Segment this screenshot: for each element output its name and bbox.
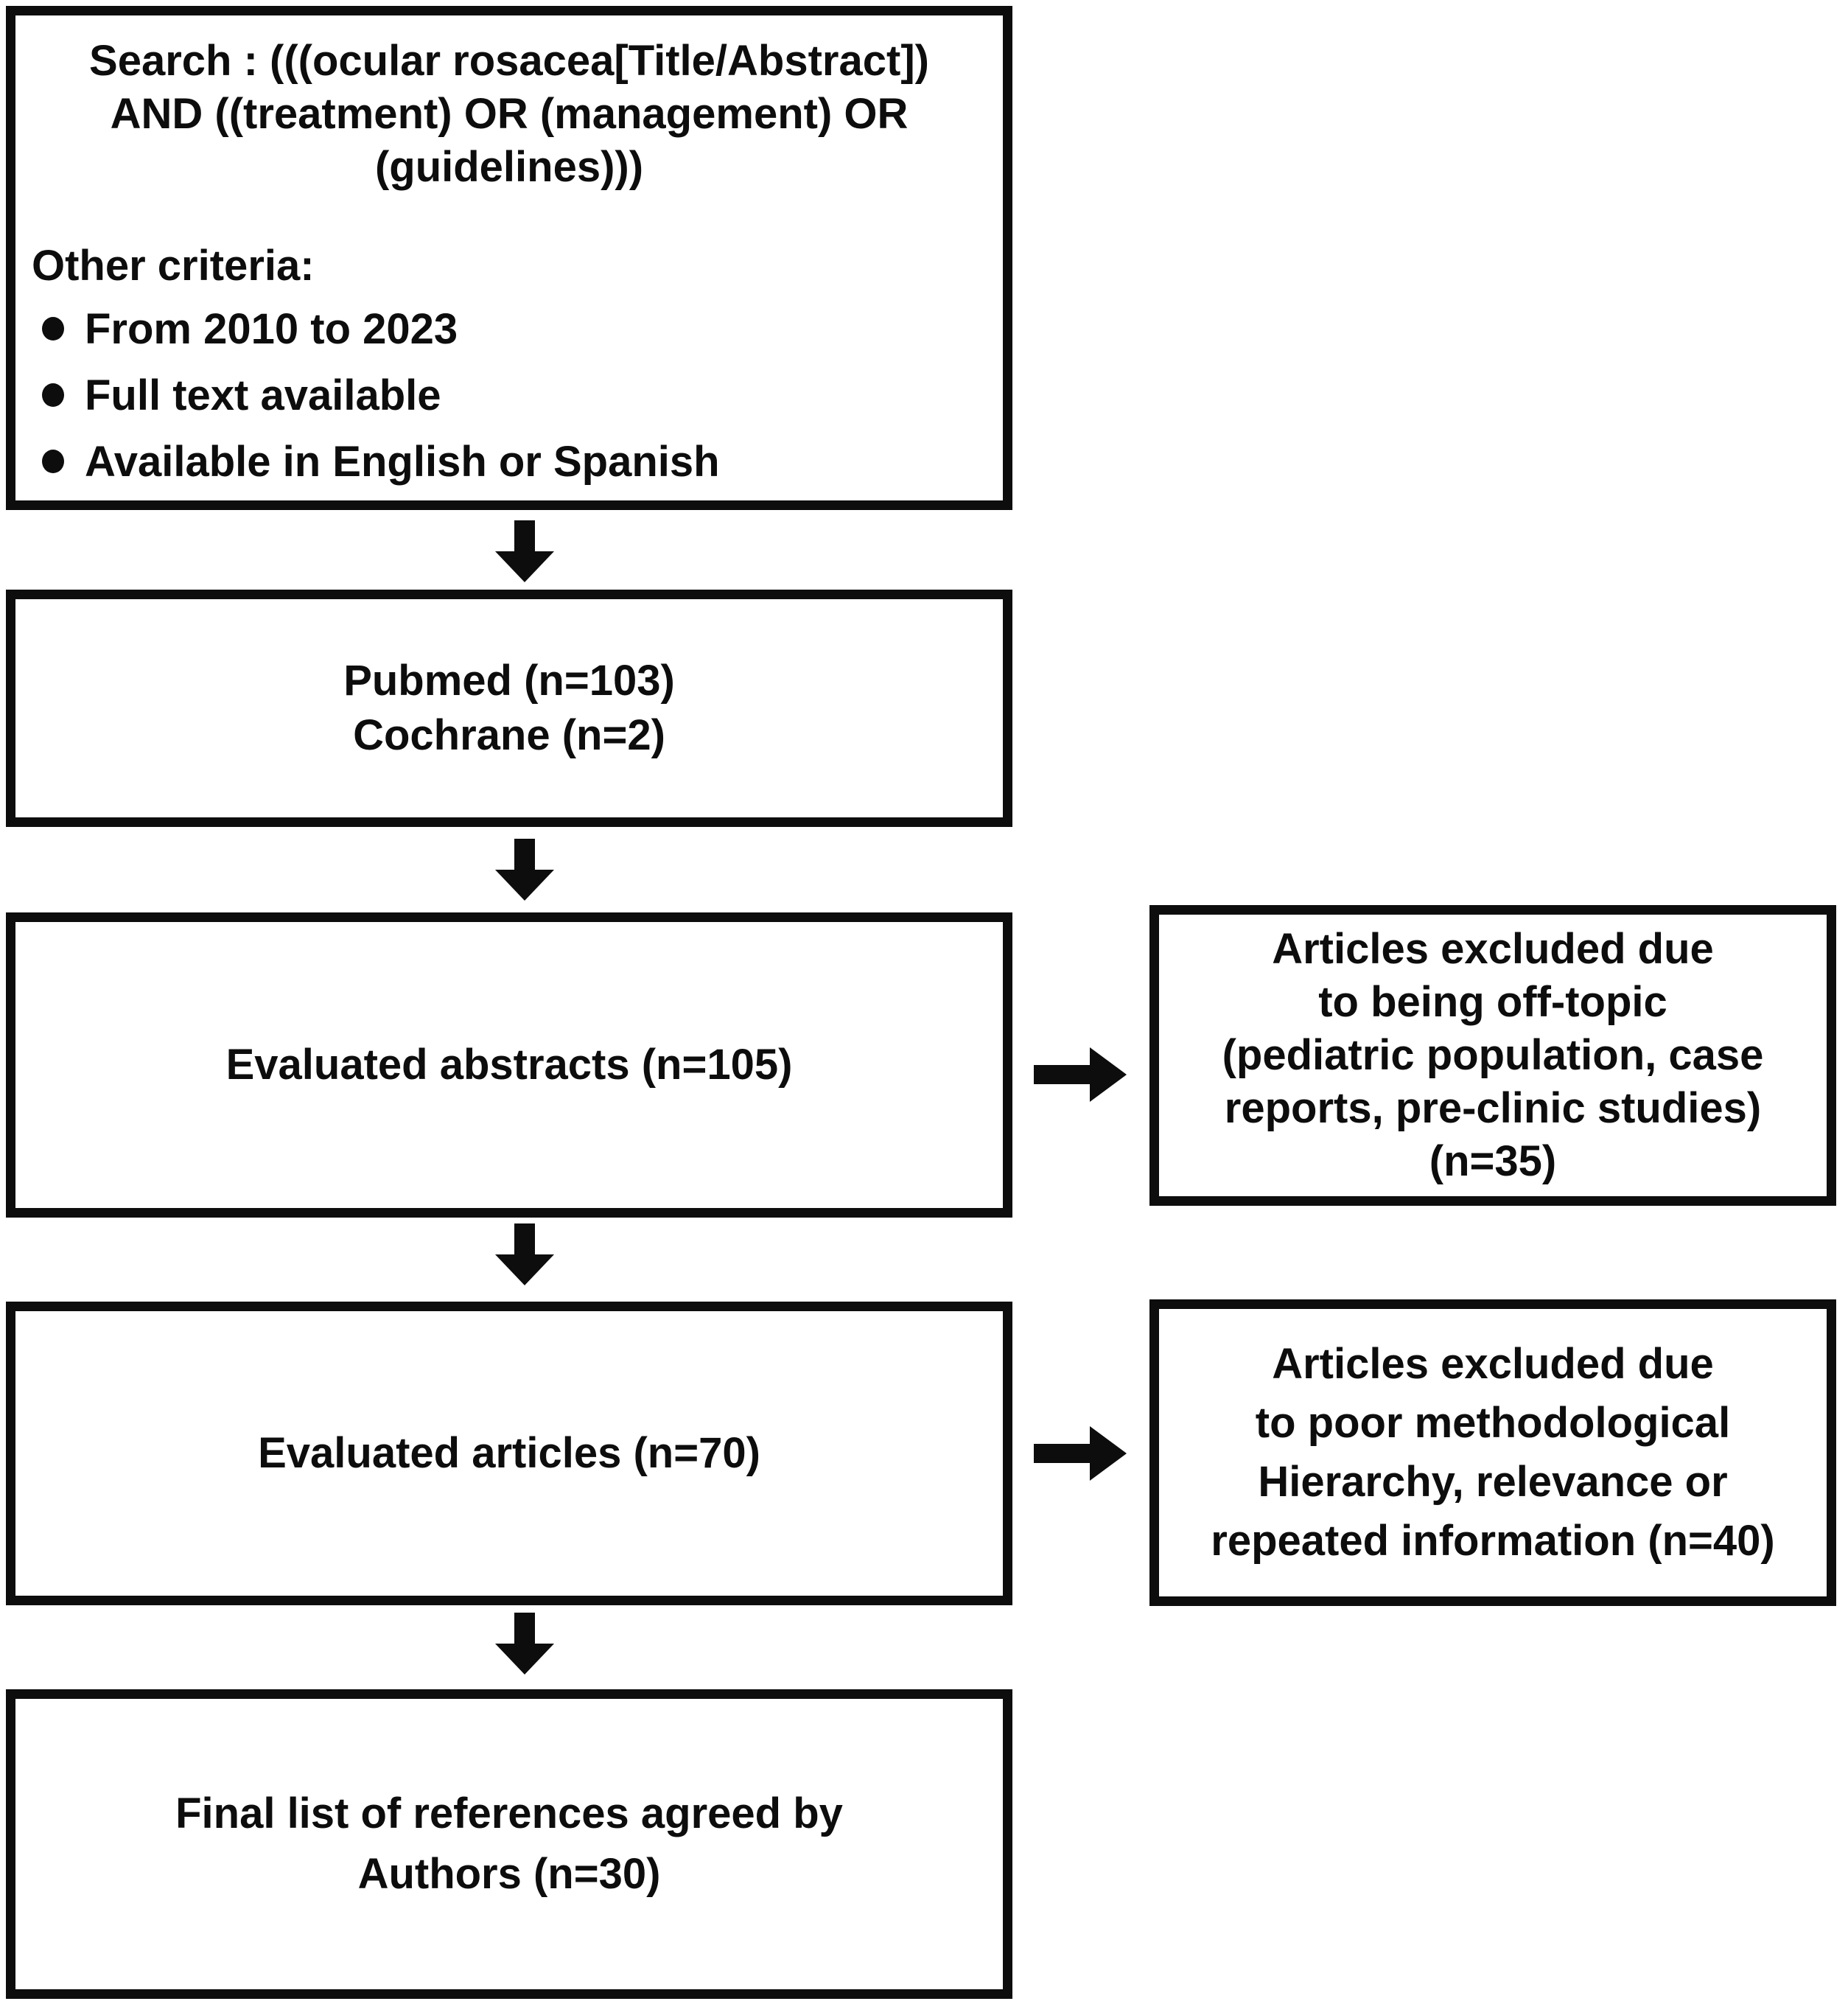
sources-box: Pubmed (n=103) Cochrane (n=2) — [6, 590, 1012, 827]
right-arrow-icon — [1034, 1047, 1127, 1102]
down-arrow-icon — [495, 1613, 554, 1675]
other-criteria-heading: Other criteria: — [32, 242, 315, 290]
search-criteria-box: Search : (((ocular rosacea[Title/Abstrac… — [6, 6, 1012, 510]
bullet-dot-icon — [42, 317, 64, 341]
criteria-text: Available in English or Spanish — [85, 437, 720, 486]
excluded-offtopic-text: Articles excluded due to being off-topic… — [1222, 925, 1764, 1185]
final-references-text: Final list of references agreed by Autho… — [175, 1790, 843, 1898]
evaluated-articles-box: Evaluated articles (n=70) — [6, 1302, 1012, 1605]
criteria-item: Full text available — [15, 362, 1003, 428]
criteria-item: From 2010 to 2023 — [15, 296, 1003, 362]
criteria-list: From 2010 to 2023 Full text available Av… — [15, 296, 1003, 495]
criteria-text: Full text available — [85, 371, 441, 419]
right-arrow-icon — [1034, 1426, 1127, 1481]
final-references-box: Final list of references agreed by Autho… — [6, 1689, 1012, 1999]
bullet-dot-icon — [42, 450, 64, 473]
evaluated-articles-text: Evaluated articles (n=70) — [258, 1429, 760, 1477]
criteria-item: Available in English or Spanish — [15, 428, 1003, 495]
excluded-offtopic-box: Articles excluded due to being off-topic… — [1149, 905, 1836, 1206]
down-arrow-icon — [495, 1223, 554, 1285]
down-arrow-icon — [495, 839, 554, 901]
search-query-text: Search : (((ocular rosacea[Title/Abstrac… — [89, 37, 929, 191]
excluded-methodology-text: Articles excluded due to poor methodolog… — [1211, 1340, 1775, 1565]
sources-text: Pubmed (n=103) Cochrane (n=2) — [343, 657, 675, 759]
evaluated-abstracts-text: Evaluated abstracts (n=105) — [225, 1041, 793, 1089]
excluded-methodology-box: Articles excluded due to poor methodolog… — [1149, 1299, 1836, 1606]
criteria-text: From 2010 to 2023 — [85, 304, 458, 353]
evaluated-abstracts-box: Evaluated abstracts (n=105) — [6, 912, 1012, 1218]
bullet-dot-icon — [42, 383, 64, 407]
down-arrow-icon — [495, 520, 554, 582]
